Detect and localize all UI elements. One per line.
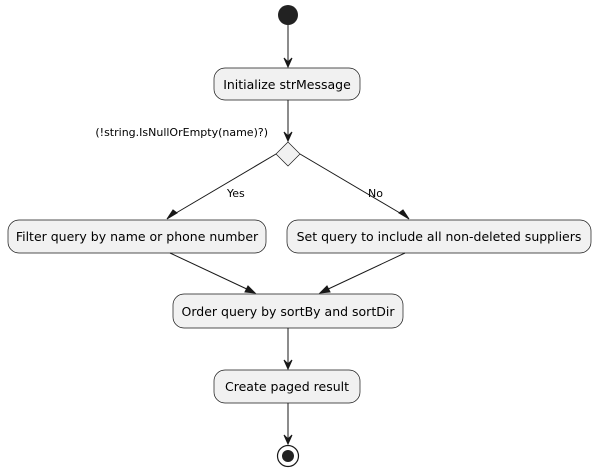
branch-no-label: No [368, 187, 383, 200]
start-node [278, 5, 298, 25]
node-paged: Create paged result [213, 369, 361, 404]
node-filter-box [7, 219, 267, 254]
edge-decision-to-set-query [299, 153, 406, 217]
end-node [276, 444, 300, 468]
arrowhead-order-right [318, 285, 331, 294]
node-filter-label: Filter query by name or phone number [16, 229, 259, 244]
arrowhead-order-left [244, 285, 257, 294]
arrowhead-paged [283, 359, 293, 371]
node-initialize-label: Initialize strMessage [223, 77, 351, 92]
decision-condition-label: (!string.IsNullOrEmpty(name)?) [95, 126, 268, 139]
edge-decision-to-filter [170, 153, 277, 217]
branch-yes-label: Yes [226, 187, 245, 200]
node-set-query-label: Set query to include all non-deleted sup… [297, 229, 582, 244]
arrowhead-decision [283, 131, 293, 143]
node-initialize-box [213, 67, 361, 101]
node-order-label: Order query by sortBy and sortDir [182, 304, 396, 319]
arrowhead-end [283, 434, 293, 446]
edge-filter-to-order [169, 252, 252, 292]
node-filter: Filter query by name or phone number [7, 219, 267, 254]
node-order: Order query by sortBy and sortDir [172, 293, 404, 329]
decision-diamond [275, 141, 301, 167]
node-set-query-box [286, 219, 592, 254]
node-paged-label: Create paged result [225, 379, 349, 394]
node-set-query: Set query to include all non-deleted sup… [286, 219, 592, 254]
edge-set-query-to-order [323, 252, 406, 292]
end-node-core [282, 450, 294, 462]
arrowhead-initialize [283, 57, 293, 69]
node-paged-box [213, 369, 361, 404]
arrowhead-set-query [398, 209, 410, 220]
end-node-ring [276, 444, 300, 468]
arrowhead-filter [166, 209, 178, 220]
node-initialize: Initialize strMessage [213, 67, 361, 101]
